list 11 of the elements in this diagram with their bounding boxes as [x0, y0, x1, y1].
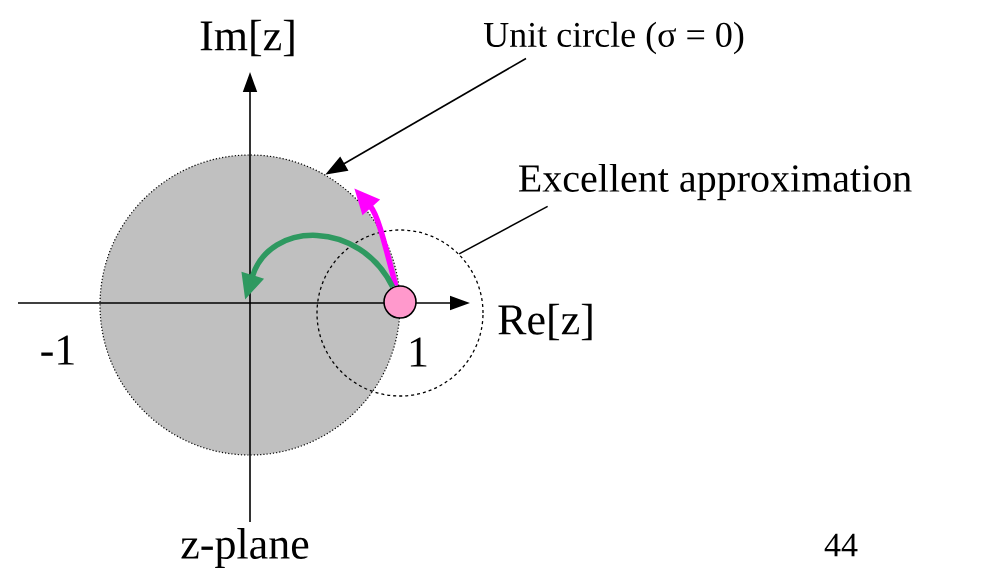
axis-label: Im[z] [200, 19, 294, 57]
plane-label: z-plane [181, 528, 309, 568]
dashed-circle [316, 229, 484, 397]
callout-text: Unit circle (σ = 0) [483, 21, 744, 55]
unit-circle-disk [99, 154, 401, 456]
axis-label: Re[z] [498, 303, 592, 341]
page-number: 44 [824, 533, 858, 557]
leader-line [458, 205, 549, 255]
tick-label: 1 [410, 337, 427, 367]
pole-dot [383, 285, 417, 319]
callout-text: Excellent approximation [519, 163, 912, 201]
